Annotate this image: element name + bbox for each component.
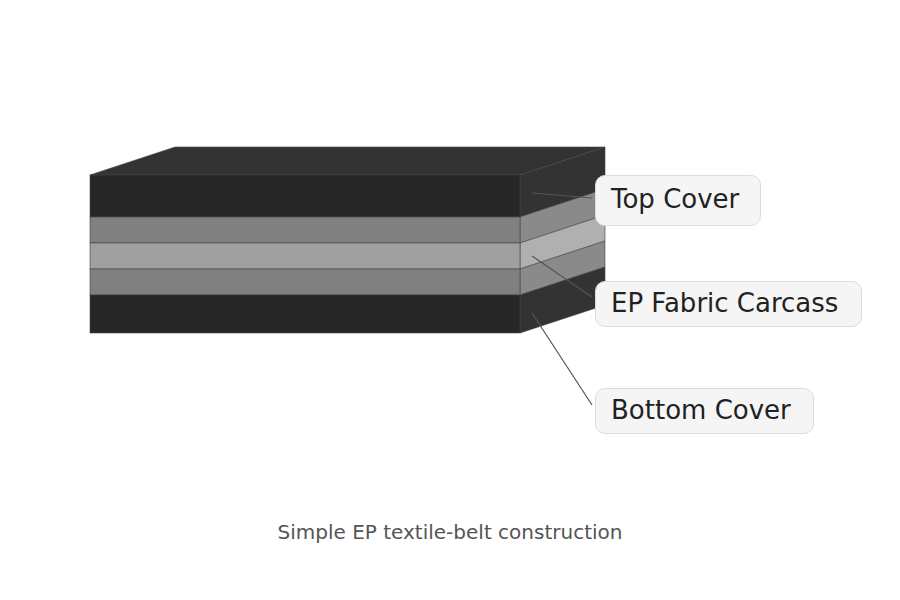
leader-line	[532, 193, 592, 198]
front-bottom-cover	[90, 295, 520, 333]
front-top-cover	[90, 175, 520, 217]
leader-line	[532, 313, 592, 405]
callout-label: Top Cover	[611, 184, 739, 215]
front-ply	[90, 243, 520, 269]
callout-label: Bottom Cover	[611, 395, 791, 426]
front-ply	[90, 269, 520, 295]
leader-lines	[532, 193, 592, 405]
leader-line	[532, 256, 592, 297]
top-face	[90, 147, 605, 175]
callout-box: EP Fabric Carcass	[595, 281, 862, 327]
callout-box: Bottom Cover	[595, 388, 814, 434]
belt-block	[90, 147, 605, 333]
front-ply	[90, 217, 520, 243]
callout-label: EP Fabric Carcass	[611, 288, 838, 319]
callout-box: Top Cover	[595, 175, 761, 226]
figure-caption: Simple EP textile-belt construction	[0, 520, 900, 544]
